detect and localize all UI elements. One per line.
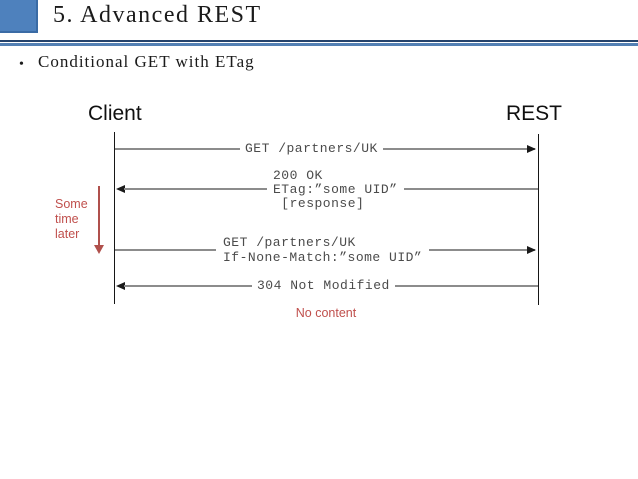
time-arrow bbox=[98, 186, 101, 246]
bullet-icon: • bbox=[19, 57, 24, 72]
slide-title: 5. Advanced REST bbox=[53, 2, 262, 28]
lifeline-rest bbox=[538, 134, 540, 305]
lifeline-client bbox=[114, 132, 116, 304]
no-content-note: No content bbox=[295, 306, 357, 320]
header-divider-blue bbox=[0, 43, 638, 46]
arrowhead-left-icon bbox=[116, 282, 125, 290]
actor-label-client: Client bbox=[88, 102, 142, 125]
message-label-2: 200 OK ETag:”some UID” [response] bbox=[267, 169, 404, 211]
actor-label-rest: REST bbox=[506, 102, 563, 125]
arrowhead-right-icon bbox=[527, 246, 536, 254]
message-label-4: 304 Not Modified bbox=[252, 279, 395, 293]
title-accent-square bbox=[0, 0, 38, 33]
arrowhead-right-icon bbox=[527, 145, 536, 153]
bullet-text: Conditional GET with ETag bbox=[38, 52, 255, 71]
arrowhead-down-icon bbox=[94, 245, 104, 254]
arrowhead-left-icon bbox=[116, 185, 125, 193]
message-label-3: GET /partners/UK If-None-Match:”some UID… bbox=[216, 235, 430, 265]
message-label-1: GET /partners/UK bbox=[240, 142, 383, 156]
time-note: Some time later bbox=[55, 197, 88, 241]
header-divider-dark bbox=[0, 40, 638, 42]
